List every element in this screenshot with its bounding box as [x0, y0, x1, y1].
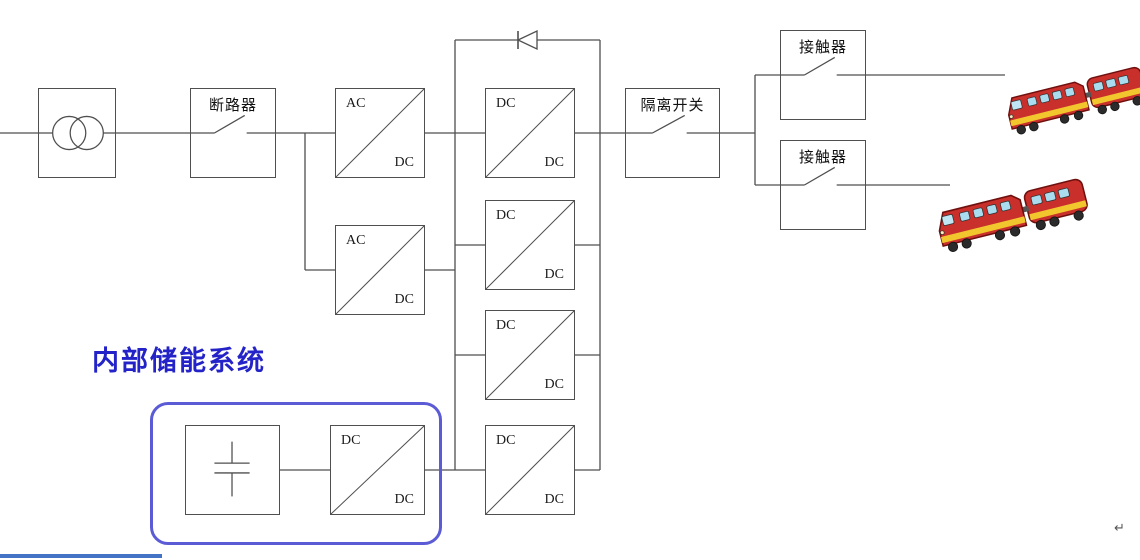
train-icon-bottom	[934, 177, 1092, 255]
contactor-switch-icon	[781, 56, 865, 76]
dc-dc-converter-3: DC DC	[485, 310, 575, 400]
diagonal-divider-icon	[486, 426, 574, 514]
dc-dc-converter-1: DC DC	[485, 88, 575, 178]
contactor-bottom-box: 接触器	[780, 140, 866, 230]
diagonal-divider-icon	[331, 426, 424, 514]
converter-input-label: AC	[346, 96, 366, 111]
capacitor-icon	[214, 441, 250, 497]
diagonal-divider-icon	[486, 89, 574, 177]
train-icon-top	[1004, 65, 1140, 137]
diagonal-divider-icon	[336, 226, 424, 314]
dc-dc-converter-2: DC DC	[485, 200, 575, 290]
converter-input-label: DC	[341, 433, 361, 448]
converter-input-label: AC	[346, 233, 366, 248]
diagonal-divider-icon	[486, 311, 574, 399]
contactor-top-label: 接触器	[798, 40, 847, 56]
converter-output-label: DC	[394, 155, 414, 170]
converter-input-label: DC	[496, 433, 516, 448]
circuit-breaker-box: 断路器	[190, 88, 276, 178]
dc-dc-converter-4: DC DC	[485, 425, 575, 515]
converter-output-label: DC	[544, 377, 564, 392]
isolating-switch-box: 隔离开关	[625, 88, 720, 178]
converter-output-label: DC	[544, 492, 564, 507]
isolator-switch-icon	[626, 114, 719, 134]
ac-dc-converter-top: AC DC	[335, 88, 425, 178]
converter-output-label: DC	[394, 292, 414, 307]
converter-output-label: DC	[544, 155, 564, 170]
diode-icon	[516, 29, 538, 51]
diagonal-divider-icon	[486, 201, 574, 289]
converter-output-label: DC	[394, 492, 414, 507]
circuit-breaker-label: 断路器	[208, 98, 257, 114]
ac-dc-converter-bottom: AC DC	[335, 225, 425, 315]
return-mark: ↵	[1114, 520, 1125, 535]
energy-storage-outline	[150, 402, 442, 545]
isolating-switch-label: 隔离开关	[640, 98, 705, 114]
converter-input-label: DC	[496, 208, 516, 223]
storage-dc-dc-converter: DC DC	[330, 425, 425, 515]
transformer-icon	[39, 115, 115, 151]
transformer-box	[38, 88, 116, 178]
storage-system-title: 内部储能系统	[92, 346, 266, 376]
contactor-switch-icon	[781, 166, 865, 186]
main-wires	[0, 39, 1005, 471]
contactor-top-box: 接触器	[780, 30, 866, 120]
converter-output-label: DC	[544, 267, 564, 282]
contactor-bottom-label: 接触器	[798, 150, 847, 166]
converter-input-label: DC	[496, 96, 516, 111]
converter-input-label: DC	[496, 318, 516, 333]
diagonal-divider-icon	[336, 89, 424, 177]
slide-border-line	[0, 554, 162, 558]
capacitor-box	[185, 425, 280, 515]
breaker-switch-icon	[191, 114, 275, 134]
